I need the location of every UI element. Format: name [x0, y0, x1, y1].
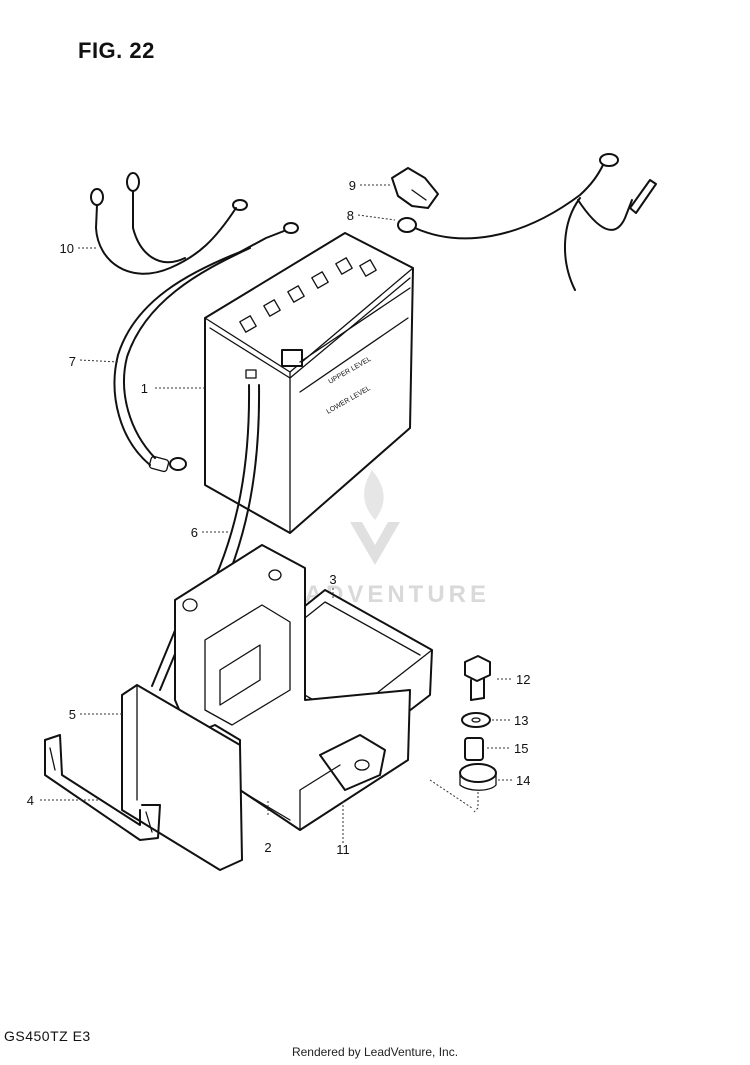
leader-lines	[40, 184, 512, 843]
callout-11: 11	[336, 842, 350, 857]
part-cover-plate	[121, 684, 243, 871]
part-hardware	[459, 655, 497, 813]
part-ground-lead	[90, 172, 248, 275]
callout-labels: 1 2 3 4 5 6 7 8 9 10 11 12 13 15 14	[27, 178, 531, 857]
part-negative-lead	[113, 222, 299, 473]
callout-6: 6	[191, 525, 198, 540]
callout-2: 2	[264, 840, 271, 855]
callout-9: 9	[349, 178, 356, 193]
watermark-flame-icon	[364, 470, 384, 520]
callout-10: 10	[60, 241, 74, 256]
callout-15: 15	[514, 741, 528, 756]
model-code: GS450TZ E3	[4, 1028, 91, 1044]
callout-13: 13	[514, 713, 528, 728]
part-band	[44, 734, 161, 841]
callout-7: 7	[69, 354, 76, 369]
callout-5: 5	[69, 707, 76, 722]
figure-title: FIG. 22	[78, 38, 155, 63]
footer-credit: Rendered by LeadVenture, Inc.	[291, 1045, 459, 1059]
callout-12: 12	[516, 672, 530, 687]
part-terminal-cap	[391, 167, 439, 209]
callout-8: 8	[347, 208, 354, 223]
callout-1: 1	[141, 381, 148, 396]
watermark-v-icon	[350, 522, 400, 565]
part-positive-lead	[397, 153, 657, 291]
callout-14: 14	[516, 773, 530, 788]
callout-4: 4	[27, 793, 34, 808]
callout-3: 3	[329, 572, 336, 587]
